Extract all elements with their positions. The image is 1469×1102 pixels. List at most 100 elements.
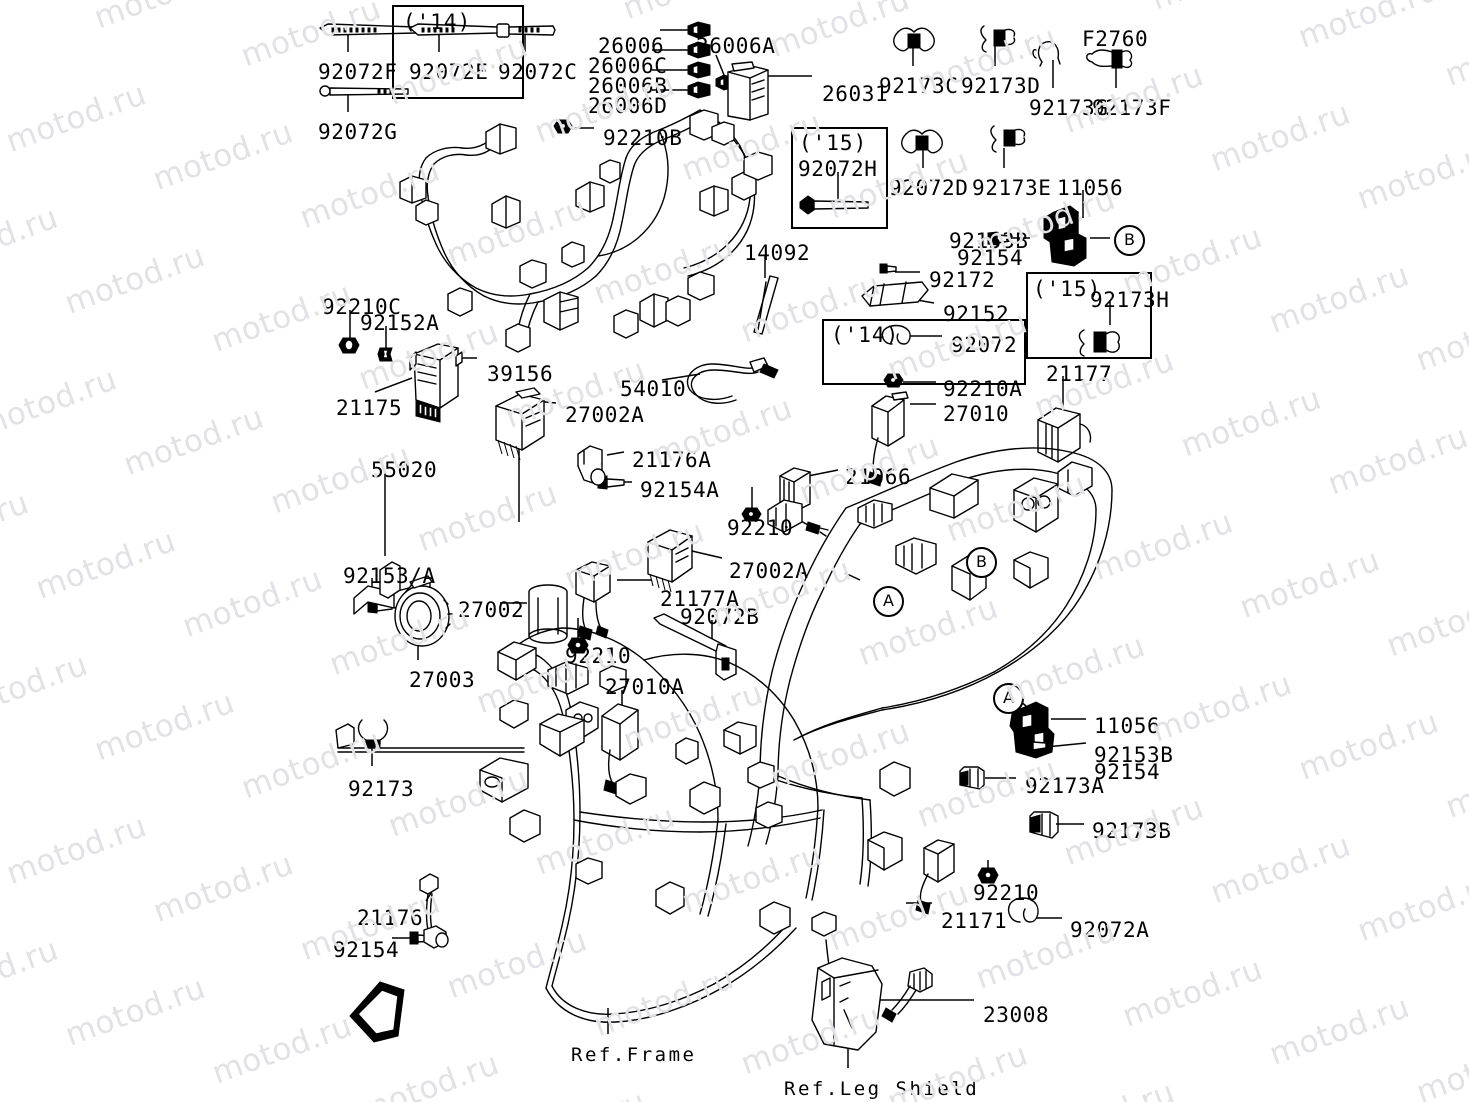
part-label-92173B: 92173B (1092, 819, 1172, 843)
bracket-11056-upper (1043, 205, 1087, 267)
band-92072 (881, 324, 911, 345)
part-label-21066: 21066 (845, 465, 912, 489)
part-label-92072A: 92072A (1070, 918, 1150, 942)
front-arrow-icon (349, 981, 405, 1043)
part-label-21171: 21171 (941, 909, 1008, 933)
ref-label-leg-shield: Ref.Leg Shield (784, 1078, 980, 1100)
part-label-92210A: 92210A (943, 377, 1023, 401)
part-label-27002A-upper: 27002A (565, 403, 645, 427)
part-label-55020: 55020 (371, 458, 438, 482)
part-label-92153B-upper: 92153B (949, 229, 1029, 253)
part-label-27010A: 27010A (605, 675, 685, 699)
part-label-92172: 92172 (929, 268, 996, 292)
part-label-92210-mid: 92210 (727, 516, 794, 540)
callout-circle-A-lower: A (993, 683, 1024, 714)
part-label-92173D: 92173D (961, 74, 1041, 98)
part-label-26006A: 26006A (696, 34, 776, 58)
part-label-92072H: 92072H (798, 157, 878, 181)
part-label-92154-lower: 92154 (1094, 760, 1161, 784)
part-label-27002A-lower: 27002A (729, 559, 809, 583)
coil-21177 (1037, 407, 1092, 463)
variant-box-15-92173H (1026, 272, 1152, 359)
part-label-54010: 54010 (620, 377, 687, 401)
connector-27002A-lower (647, 529, 693, 593)
rod-92072H (799, 195, 869, 215)
regulator-39156 (409, 343, 463, 423)
part-label-92173: 92173 (348, 777, 415, 801)
part-label-92210-low: 92210 (565, 644, 632, 668)
part-label-92210B: 92210B (603, 126, 683, 150)
part-label-92173E: 92173E (972, 176, 1052, 200)
part-label-F2760: F2760 (1082, 27, 1149, 51)
part-label-21177: 21177 (1046, 362, 1113, 386)
variant-year-15-a: ('15) (799, 131, 868, 155)
relay-27010A (601, 703, 639, 795)
variant-year-15-b: ('15) (1033, 277, 1102, 301)
part-label-92154-upper: 92154 (957, 246, 1024, 270)
part-label-92154A: 92154A (640, 478, 720, 502)
part-label-26006B: 26006B (588, 74, 668, 98)
part-label-92072G: 92072G (318, 120, 398, 144)
part-label-92173G: 92173G (1029, 96, 1109, 120)
switch-23008 (881, 967, 933, 1023)
part-label-21175: 21175 (336, 396, 403, 420)
part-label-92152: 92152 (943, 302, 1010, 326)
fastener-glyphs (319, 21, 1011, 945)
part-label-26006D: 26006D (588, 94, 668, 118)
part-label-39156: 39156 (487, 362, 554, 386)
part-label-11056-upper: 11056 (1057, 176, 1124, 200)
part-label-92072F: 92072F (318, 60, 398, 84)
part-label-92153B-lower: 92153B (1094, 743, 1174, 767)
collar-92152 (861, 281, 929, 307)
part-label-92210-br: 92210 (973, 881, 1040, 905)
part-label-92210C: 92210C (322, 295, 402, 319)
part-label-92072E: 92072E (409, 60, 489, 84)
part-label-27002: 27002 (458, 598, 525, 622)
part-label-26006C: 26006C (588, 54, 668, 78)
variant-box-14-92072E (392, 5, 524, 99)
ref-label-frame: Ref.Frame (571, 1044, 697, 1066)
part-label-27010: 27010 (943, 402, 1010, 426)
sensor-21176 (419, 873, 449, 949)
band-92072A (1007, 897, 1039, 923)
cable-54010 (686, 357, 779, 404)
part-label-23008: 23008 (983, 1003, 1050, 1027)
part-label-21176: 21176 (357, 906, 424, 930)
part-label-92154-bl: 92154 (333, 938, 400, 962)
part-label-27003: 27003 (409, 668, 476, 692)
sensor-21176A (577, 445, 606, 486)
callout-circle-B-frame: B (966, 547, 997, 578)
variant-year-14-b: ('14) (831, 323, 900, 347)
callout-circle-A-frame: A (873, 586, 904, 617)
coil-21171 (915, 839, 955, 915)
variant-box-15-92072H (791, 127, 888, 229)
callout-circle-B-upper: B (1114, 225, 1145, 256)
part-label-21176A: 21176A (632, 448, 712, 472)
part-label-92072D: 92072D (889, 176, 969, 200)
part-label-92173C: 92173C (879, 74, 959, 98)
part-label-26031: 26031 (822, 82, 889, 106)
horn-27003 (394, 575, 453, 647)
variant-box-14-92072 (822, 319, 1026, 385)
part-label-21177A: 21177A (660, 587, 740, 611)
harness-clips (357, 25, 1133, 839)
part-label-92173A: 92173A (1025, 774, 1105, 798)
part-label-92152A: 92152A (360, 311, 440, 335)
part-label-92072C: 92072C (498, 60, 578, 84)
part-label-92153-A: 92153/A (343, 564, 436, 588)
part-label-26006: 26006 (598, 34, 665, 58)
part-label-11056-lower: 11056 (1094, 714, 1161, 738)
relay-27010 (867, 391, 909, 487)
band-92173-strip (335, 723, 525, 753)
part-label-14092: 14092 (744, 241, 811, 265)
part-label-92072B: 92072B (680, 605, 760, 629)
part-label-92072: 92072 (951, 333, 1018, 357)
connector-27002A-upper (495, 387, 545, 461)
wiring-harness-26031 (399, 61, 773, 353)
leg-shield-reference (811, 957, 883, 1051)
part-label-92173H: 92173H (1090, 288, 1170, 312)
part-label-92173F: 92173F (1092, 96, 1172, 120)
cover-14092 (753, 275, 779, 335)
